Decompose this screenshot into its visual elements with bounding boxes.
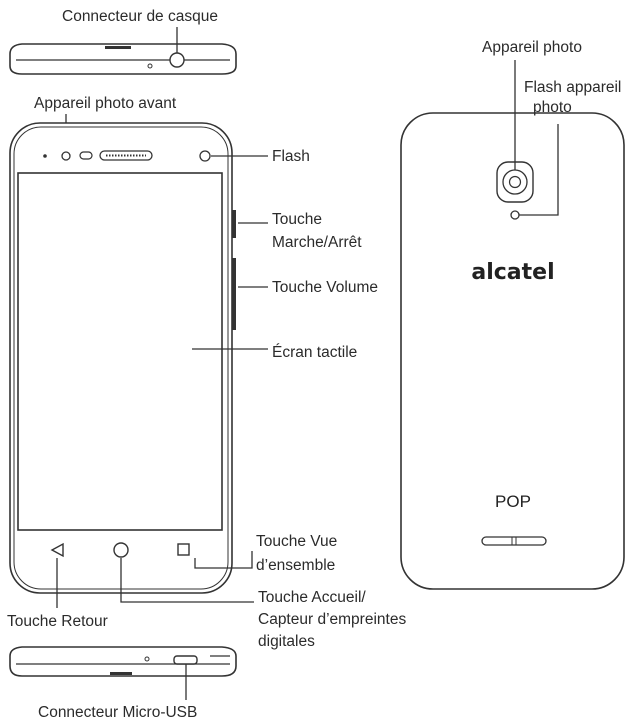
proximity-sensor xyxy=(79,151,93,160)
home-key-label-1: Touche Accueil/ xyxy=(258,589,366,606)
top-edge-view xyxy=(9,27,237,75)
overview-key-label-1: Touche Vue xyxy=(256,533,337,550)
front-camera xyxy=(61,151,71,161)
power-key-label-1: Touche xyxy=(272,211,322,228)
front-flash xyxy=(199,150,211,162)
overview-key-label-2: d’ensemble xyxy=(256,557,335,574)
alcatel-logo: alcatel xyxy=(471,260,554,285)
micro-usb-port xyxy=(173,655,198,665)
camera-label: Appareil photo xyxy=(482,39,582,56)
earpiece-speaker xyxy=(99,150,153,161)
phone-back: alcatel POP xyxy=(400,112,625,590)
back-triangle-icon xyxy=(50,542,64,558)
overview-square-icon xyxy=(177,543,190,556)
headset-connector-label: Connecteur de casque xyxy=(62,8,218,25)
touchscreen-label: Écran tactile xyxy=(272,344,357,361)
camera-flash-label-2: photo xyxy=(533,99,572,116)
back-key-label: Touche Retour xyxy=(7,613,108,630)
camera-flash-label-1: Flash appareil xyxy=(524,79,621,96)
home-key-label-2: Capteur d’empreintes xyxy=(258,611,406,628)
rear-camera xyxy=(508,175,522,189)
front-camera-label: Appareil photo avant xyxy=(34,95,177,112)
bottom-edge-view xyxy=(9,646,237,700)
home-circle-icon xyxy=(113,542,129,558)
flash-label: Flash xyxy=(272,148,310,165)
rear-speaker xyxy=(481,536,547,546)
model-name: POP xyxy=(495,492,531,511)
rear-flash xyxy=(510,210,520,220)
phone-front xyxy=(9,122,236,594)
volume-key-label: Touche Volume xyxy=(272,279,378,296)
touchscreen xyxy=(17,172,223,531)
power-key-label-2: Marche/Arrêt xyxy=(272,234,362,251)
home-key-label-3: digitales xyxy=(258,633,315,650)
micro-usb-label: Connecteur Micro-USB xyxy=(38,704,197,721)
